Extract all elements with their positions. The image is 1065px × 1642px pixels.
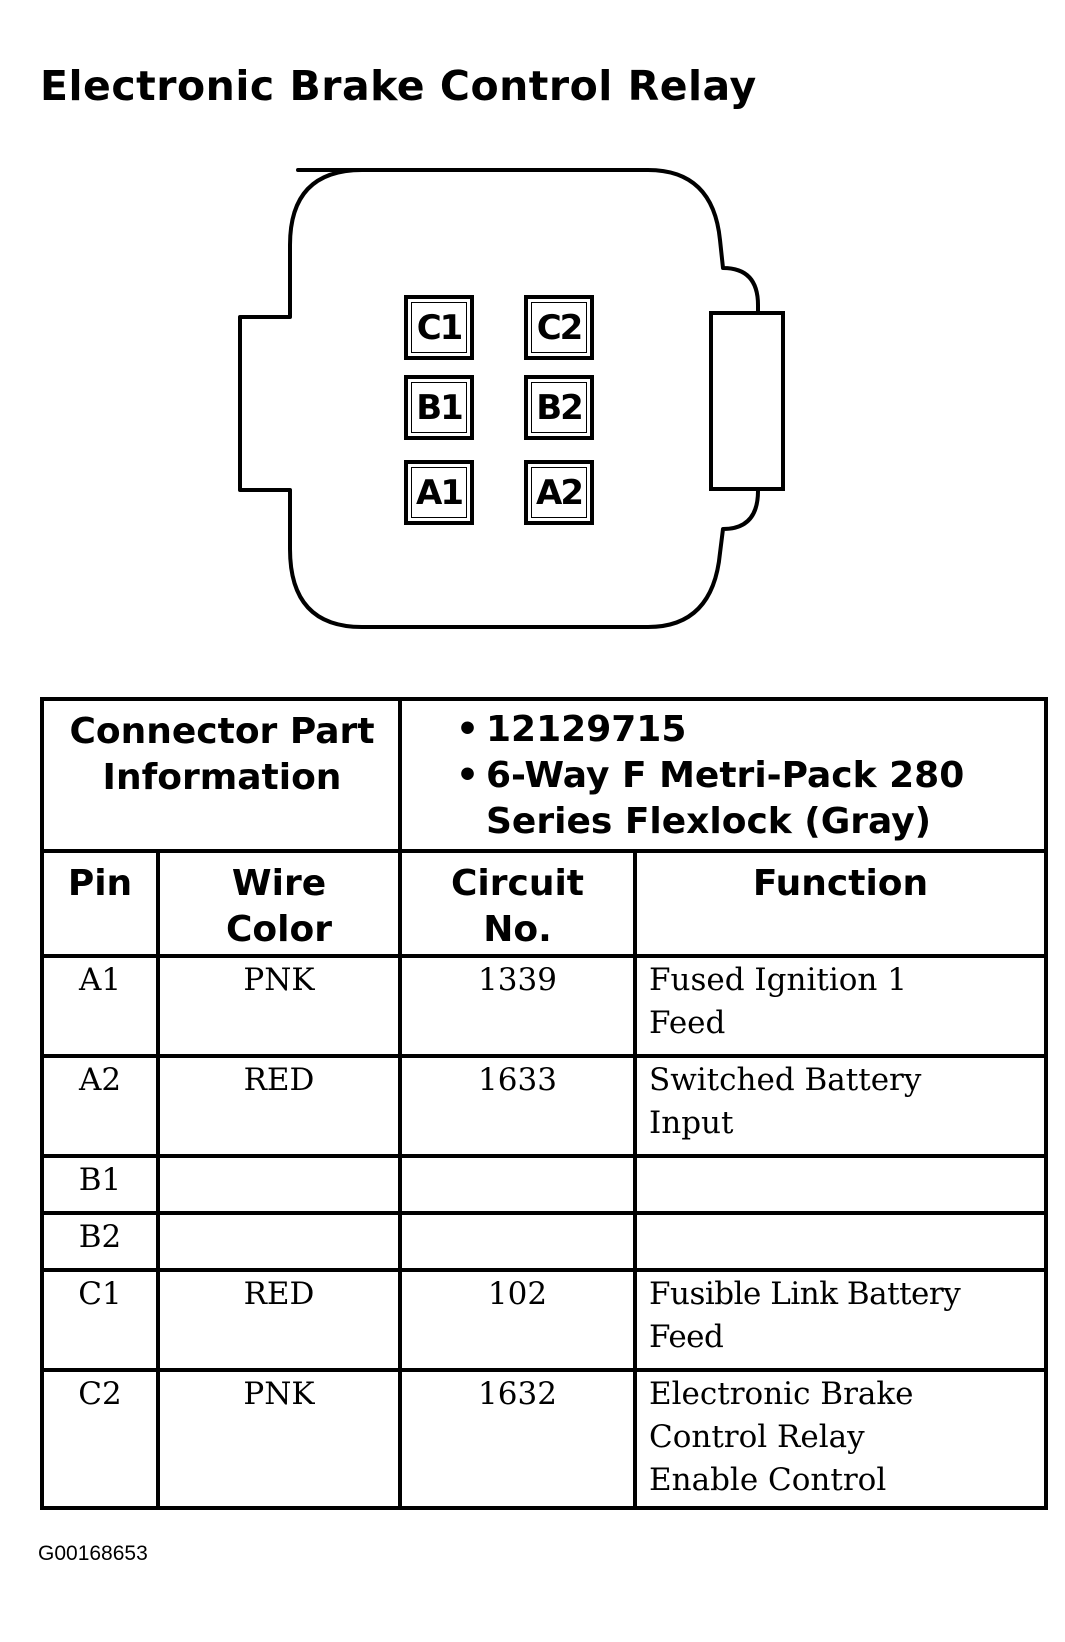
part-info-item: •6-Way F Metri-Pack 280 Series Flexlock … (456, 755, 965, 842)
table-divider (398, 701, 402, 1506)
part-info-label: Connector Part Information (69, 711, 375, 798)
cell-function: Electronic Brake Control Relay Enable Co… (649, 1376, 914, 1498)
page-title: Electronic Brake Control Relay (40, 62, 757, 110)
connector-diagram: C1 C2 B1 B2 A1 A2 (230, 165, 830, 685)
pin-c2: C2 (524, 295, 594, 360)
cell-circuit: 102 (487, 1276, 548, 1312)
cell-wire-color: PNK (243, 1376, 315, 1412)
cell-pin: B2 (78, 1219, 122, 1255)
pin-c1: C1 (404, 295, 474, 360)
cell-function: Switched Battery Input (649, 1062, 922, 1141)
header-pin: Pin (67, 863, 133, 904)
cell-wire-color: RED (243, 1276, 315, 1312)
cell-function: Fusible Link Battery Feed (649, 1276, 961, 1355)
figure-code: G00168653 (38, 1542, 148, 1565)
table-divider (156, 851, 160, 1506)
cell-pin: C1 (78, 1276, 122, 1312)
pin-b2: B2 (524, 375, 594, 440)
pinout-table: Connector Part Information •12129715 •6-… (40, 697, 1048, 1510)
table-divider (44, 954, 1044, 958)
cell-circuit: 1633 (478, 1062, 557, 1098)
cell-pin: A2 (78, 1062, 122, 1098)
cell-function: Fused Ignition 1 Feed (649, 962, 907, 1041)
table-divider (44, 1368, 1044, 1372)
cell-circuit: 1339 (478, 962, 557, 998)
pin-a1: A1 (404, 460, 474, 525)
table-divider (44, 1211, 1044, 1215)
cell-pin: C2 (78, 1376, 122, 1412)
table-divider (44, 1268, 1044, 1272)
header-function: Function (752, 863, 929, 904)
header-circuit-no: Circuit No. (450, 863, 585, 950)
cell-wire-color: PNK (243, 962, 315, 998)
part-info-item: •12129715 (456, 709, 687, 750)
pin-b1: B1 (404, 375, 474, 440)
cell-pin: B1 (78, 1162, 122, 1198)
table-divider (633, 851, 637, 1506)
cell-circuit: 1632 (478, 1376, 557, 1412)
connector-outline (238, 168, 785, 629)
table-divider (44, 1054, 1044, 1058)
pin-a2: A2 (524, 460, 594, 525)
part-info-list: •12129715 •6-Way F Metri-Pack 280 Series… (456, 707, 1041, 845)
table-divider (44, 849, 1044, 853)
cell-wire-color: RED (243, 1062, 315, 1098)
table-divider (44, 1154, 1044, 1158)
header-wire-color: Wire Color (226, 863, 332, 950)
cell-pin: A1 (78, 962, 122, 998)
